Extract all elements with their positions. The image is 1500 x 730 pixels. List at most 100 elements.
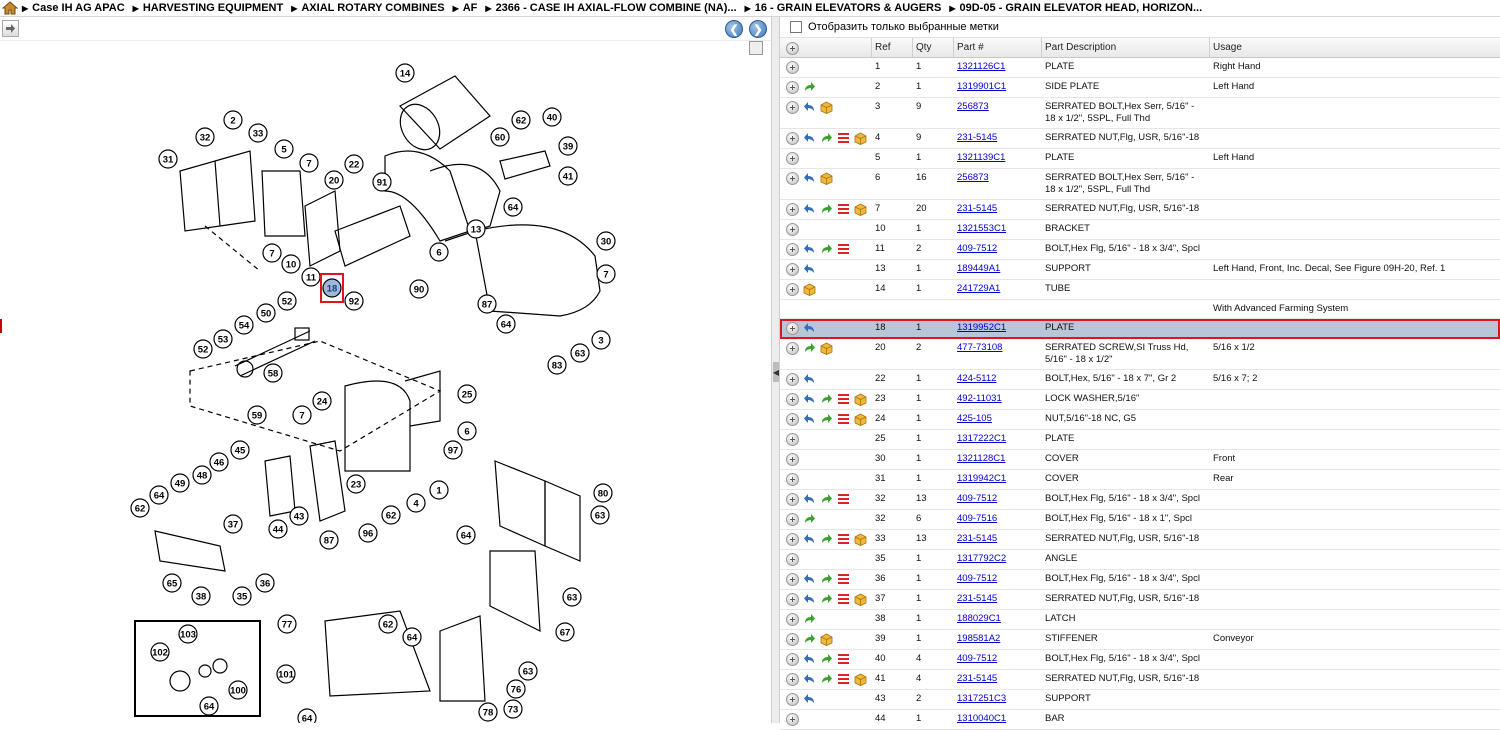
callout-83[interactable]: 83 <box>547 355 567 375</box>
add-to-cart-icon[interactable] <box>786 172 799 185</box>
list-icon[interactable] <box>837 413 850 426</box>
forward-reference-icon[interactable] <box>820 132 833 145</box>
callout-96[interactable]: 96 <box>358 523 378 543</box>
callout-52[interactable]: 52 <box>277 291 297 311</box>
add-to-cart-icon[interactable] <box>786 263 799 276</box>
part-number-cell[interactable]: 409-7512 <box>954 240 1042 259</box>
list-icon[interactable] <box>837 533 850 546</box>
callout-48[interactable]: 48 <box>192 465 212 485</box>
package-icon[interactable] <box>854 132 867 145</box>
part-number-link[interactable]: 231-5145 <box>957 673 998 684</box>
part-number-cell[interactable]: 425-105 <box>954 410 1042 429</box>
list-icon[interactable] <box>837 573 850 586</box>
part-number-cell[interactable]: 1321553C1 <box>954 220 1042 239</box>
add-to-cart-icon[interactable] <box>786 593 799 606</box>
breadcrumb-item[interactable]: ▶2366 - CASE IH AXIAL-FLOW COMBINE (NA).… <box>485 2 736 14</box>
callout-43[interactable]: 43 <box>289 506 309 526</box>
add-to-cart-icon[interactable] <box>786 373 799 386</box>
add-to-cart-icon[interactable] <box>786 633 799 646</box>
back-reference-icon[interactable] <box>803 243 816 256</box>
package-icon[interactable] <box>820 633 833 646</box>
list-icon[interactable] <box>837 653 850 666</box>
breadcrumb-item[interactable]: ▶AF <box>453 2 478 14</box>
part-number-link[interactable]: 1321139C1 <box>957 152 1006 163</box>
callout-7[interactable]: 7 <box>262 243 282 263</box>
part-number-link[interactable]: 1319901C1 <box>957 81 1007 92</box>
list-icon[interactable] <box>837 593 850 606</box>
header-description[interactable]: Part Description <box>1042 38 1210 57</box>
part-number-cell[interactable]: 256873 <box>954 169 1042 199</box>
callout-91[interactable]: 91 <box>372 172 392 192</box>
callout-23[interactable]: 23 <box>346 474 366 494</box>
add-to-cart-icon[interactable] <box>786 573 799 586</box>
part-number-link[interactable]: 1319942C1 <box>957 473 1007 484</box>
header-part-number[interactable]: Part # <box>954 38 1042 57</box>
part-number-cell[interactable]: 409-7512 <box>954 570 1042 589</box>
add-to-cart-icon[interactable] <box>786 413 799 426</box>
breadcrumb-item[interactable]: ▶Case IH AG APAC <box>22 2 125 14</box>
callout-60[interactable]: 60 <box>490 127 510 147</box>
part-number-link[interactable]: 1317792C2 <box>957 553 1007 564</box>
breadcrumb-item[interactable]: ▶09D-05 - GRAIN ELEVATOR HEAD, HORIZON..… <box>949 2 1202 14</box>
callout-40[interactable]: 40 <box>542 107 562 127</box>
package-icon[interactable] <box>854 203 867 216</box>
callout-25[interactable]: 25 <box>457 384 477 404</box>
add-to-cart-icon[interactable] <box>786 713 799 726</box>
package-icon[interactable] <box>820 172 833 185</box>
part-number-link[interactable]: 188029C1 <box>957 613 1001 624</box>
callout-22[interactable]: 22 <box>344 154 364 174</box>
part-number-link[interactable]: 256873 <box>957 101 989 112</box>
callout-13[interactable]: 13 <box>466 219 486 239</box>
add-to-cart-icon[interactable] <box>786 673 799 686</box>
add-to-cart-icon[interactable] <box>786 322 799 335</box>
back-reference-icon[interactable] <box>803 533 816 546</box>
table-row[interactable]: With Advanced Farming System <box>780 300 1500 319</box>
part-number-link[interactable]: 231-5145 <box>957 533 998 544</box>
header-ref[interactable]: Ref <box>872 38 913 57</box>
part-number-cell[interactable]: 1319952C1 <box>954 319 1042 338</box>
callout-20[interactable]: 20 <box>324 170 344 190</box>
forward-reference-icon[interactable] <box>820 243 833 256</box>
callout-6[interactable]: 6 <box>429 242 449 262</box>
part-number-link[interactable]: 198581A2 <box>957 633 1001 644</box>
callout-78[interactable]: 78 <box>478 702 498 722</box>
collapse-icon[interactable]: ◀ <box>773 362 779 382</box>
callout-41[interactable]: 41 <box>558 166 578 186</box>
add-to-cart-icon[interactable] <box>786 223 799 236</box>
add-to-cart-icon[interactable] <box>786 283 799 296</box>
part-number-cell[interactable]: 409-7516 <box>954 510 1042 529</box>
back-reference-icon[interactable] <box>803 263 816 276</box>
callout-77[interactable]: 77 <box>277 614 297 634</box>
part-number-link[interactable]: 256873 <box>957 172 989 183</box>
package-icon[interactable] <box>854 413 867 426</box>
part-number-cell[interactable]: 231-5145 <box>954 200 1042 219</box>
callout-24[interactable]: 24 <box>312 391 332 411</box>
list-icon[interactable] <box>837 203 850 216</box>
part-number-link[interactable]: 477-73108 <box>957 342 1003 353</box>
callout-73[interactable]: 73 <box>503 699 523 719</box>
callout-49[interactable]: 49 <box>170 473 190 493</box>
previous-page-button[interactable]: ❮ <box>725 20 743 38</box>
callout-18[interactable]: 18 <box>320 273 344 303</box>
callout-35[interactable]: 35 <box>232 586 252 606</box>
breadcrumb-item[interactable]: ▶16 - GRAIN ELEVATORS & AUGERS <box>745 2 942 14</box>
forward-reference-icon[interactable] <box>803 633 816 646</box>
forward-reference-icon[interactable] <box>820 533 833 546</box>
add-to-cart-icon[interactable] <box>786 533 799 546</box>
callout-62[interactable]: 62 <box>378 614 398 634</box>
callout-90[interactable]: 90 <box>409 279 429 299</box>
callout-11[interactable]: 11 <box>301 267 321 287</box>
part-number-link[interactable]: 241729A1 <box>957 283 1001 294</box>
add-to-cart-icon[interactable] <box>786 101 799 114</box>
back-reference-icon[interactable] <box>803 693 816 706</box>
